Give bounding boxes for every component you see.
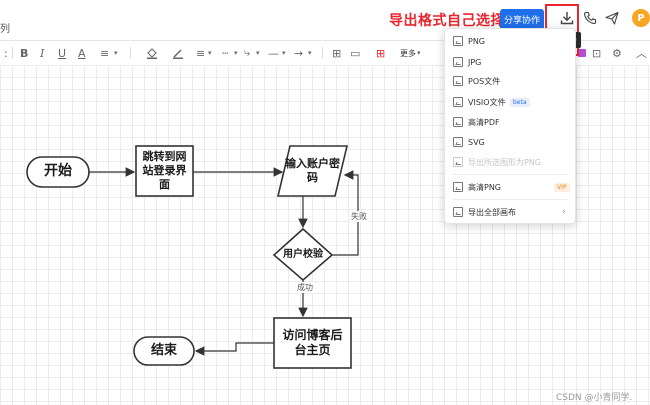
toolbar-divider <box>12 47 13 59</box>
share-collaborate-button[interactable]: 分享协作 <box>500 9 544 30</box>
export-selected-png: 导出所选图形为PNG <box>445 152 575 172</box>
theme-color-icon[interactable] <box>578 49 586 57</box>
end-node-shape <box>133 336 195 366</box>
menu-item-label: VISIO文件 <box>468 97 506 107</box>
font-color-icon[interactable]: A <box>78 46 86 60</box>
bold-icon[interactable]: B <box>20 46 29 60</box>
watermark: CSDN @小青同学. <box>556 393 633 403</box>
chevron-down-icon[interactable]: ▾ <box>234 49 238 57</box>
chevron-down-icon[interactable]: ▾ <box>417 49 421 57</box>
input-node-shape <box>276 145 349 197</box>
send-icon[interactable] <box>604 10 620 26</box>
export-pdf[interactable]: 高清PDF <box>445 112 575 132</box>
export-svg[interactable]: SVG <box>445 132 575 152</box>
beta-badge: beta <box>510 97 530 107</box>
toolbar-divider <box>322 47 323 59</box>
line-weight-icon[interactable]: ≡ <box>196 46 206 60</box>
menu-item-label: SVG <box>468 137 485 147</box>
chevron-down-icon[interactable]: ▾ <box>208 49 212 57</box>
pdf-file-icon <box>453 117 463 127</box>
input-node-label: 输入账户密码 <box>285 157 340 184</box>
settings-sliders-icon[interactable]: ⚙ <box>612 46 622 60</box>
download-icon <box>560 12 574 25</box>
image-file-icon <box>453 36 463 46</box>
line-style-icon[interactable]: ┄ <box>222 46 229 60</box>
align-icon[interactable]: ≡ <box>100 46 110 60</box>
canvas-icon <box>453 207 463 217</box>
flowchart-shapes <box>26 145 359 369</box>
fail-edge-label: 失败 <box>350 211 368 222</box>
menu-item-label: JPG <box>468 57 482 67</box>
menu-item-label: 导出全部画布 <box>468 207 516 217</box>
annotation-text: 导出格式自己选择 <box>389 13 505 29</box>
line-color-icon[interactable] <box>172 45 184 61</box>
arrow-end-icon[interactable]: → <box>294 46 304 60</box>
image-icon[interactable]: ▭ <box>350 46 361 60</box>
user-avatar[interactable]: P <box>632 9 650 27</box>
edge-visit-end <box>194 342 274 356</box>
image-file-icon <box>453 182 463 192</box>
image-file-icon <box>453 157 463 167</box>
menu-divider <box>453 174 567 175</box>
redirect-node-shape <box>135 145 194 197</box>
grid-icon[interactable]: ⊞ <box>376 46 386 60</box>
menu-item-label: 导出所选图形为PNG <box>468 157 542 167</box>
menu-item-label: 高清PNG <box>468 182 502 192</box>
chevron-right-icon: › <box>562 207 566 217</box>
end-node-label: 结束 <box>150 342 177 358</box>
redirect-node-label: 跳转到网站登录界面 <box>142 150 187 191</box>
menu-item-label: POS文件 <box>468 76 501 86</box>
top-header: 列 导出格式自己选择 分享协作 P <box>0 0 650 38</box>
visit-node-label: 访问博客后台主页 <box>282 328 343 357</box>
menu-item-label: PNG <box>468 36 486 46</box>
toolbar-divider <box>130 47 131 59</box>
chevron-down-icon[interactable]: ▾ <box>282 49 286 57</box>
toolbar-font-size[interactable]: : <box>4 46 8 60</box>
italic-icon[interactable]: I <box>40 46 45 60</box>
export-jpg[interactable]: JPG <box>445 52 575 72</box>
export-png[interactable]: PNG <box>445 31 575 51</box>
start-node-label: 开始 <box>44 163 72 180</box>
format-panel-icon[interactable]: ⊡ <box>592 46 602 60</box>
fill-color-icon[interactable] <box>146 45 158 61</box>
file-icon <box>453 97 463 107</box>
phone-icon[interactable] <box>582 10 598 26</box>
chevron-down-icon[interactable]: ▾ <box>256 49 260 57</box>
file-icon <box>453 76 463 86</box>
vip-badge: VIP <box>554 182 570 192</box>
menu-item-label: 高清PDF <box>468 117 500 127</box>
export-visio[interactable]: VISIO文件 beta <box>445 92 575 112</box>
success-edge-label: 成功 <box>296 282 314 293</box>
export-dropdown-menu: PNG JPG POS文件 VISIO文件 beta 高清PDF SVG 导出所… <box>444 28 576 224</box>
more-menu[interactable]: 更多 <box>400 48 416 58</box>
arrow-start-icon[interactable]: — <box>268 46 279 60</box>
table-icon[interactable]: ⊞ <box>332 46 342 60</box>
export-hd-png[interactable]: 高清PNG VIP <box>445 177 575 197</box>
export-pos[interactable]: POS文件 <box>445 71 575 91</box>
chevron-down-icon[interactable]: ▾ <box>308 49 312 57</box>
check-node-label: 用户校验 <box>283 248 323 260</box>
chevron-down-icon[interactable]: ▾ <box>114 49 118 57</box>
export-button[interactable] <box>555 6 579 30</box>
menu-divider <box>453 199 567 200</box>
document-title[interactable]: 列 <box>0 24 10 35</box>
underline-icon[interactable]: U <box>58 46 67 60</box>
image-file-icon <box>453 57 463 67</box>
visit-node-shape <box>273 317 352 369</box>
export-all-canvas[interactable]: 导出全部画布 › <box>445 202 575 222</box>
connector-style-icon[interactable]: ⤷ <box>244 46 251 59</box>
image-file-icon <box>453 137 463 147</box>
collapse-icon[interactable]: ︿ <box>636 47 647 60</box>
